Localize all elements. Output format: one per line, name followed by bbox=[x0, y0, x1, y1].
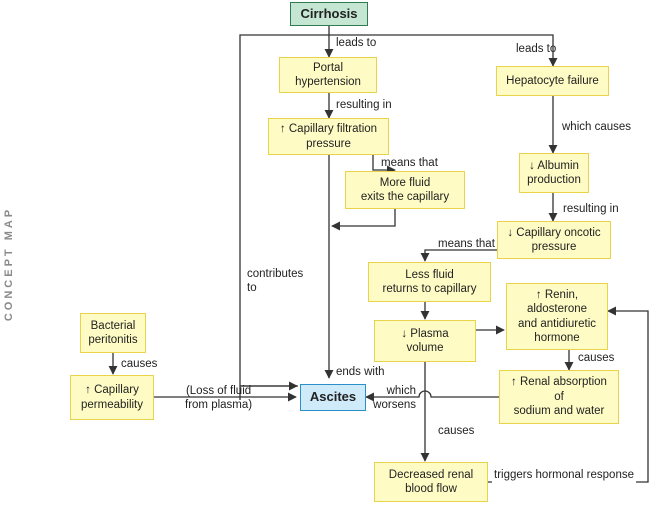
arrow-filtration-morefluid bbox=[372, 155, 396, 175]
arrow-cirrhosis-hepatocyte bbox=[239, 34, 558, 400]
node-more-fluid: More fluid exits the capillary bbox=[345, 171, 465, 209]
node-capillary-filtration: ↑ Capillary filtration pressure bbox=[268, 118, 389, 155]
link-means-that-lessfluid: means that bbox=[438, 238, 495, 250]
arrow-oncotic-lessfluid bbox=[420, 249, 497, 262]
link-causes-renal-absorption: causes bbox=[578, 352, 615, 364]
link-causes-permeability: causes bbox=[121, 358, 158, 370]
link-means-that-morefluid: means that bbox=[381, 157, 438, 169]
link-causes-renal-flow: causes bbox=[438, 425, 475, 437]
arrow-cirrhosis-ascites bbox=[240, 120, 298, 386]
link-triggers-hormonal-response: triggers hormonal response bbox=[492, 469, 636, 483]
link-loss-of-fluid: (Loss of fluid from plasma) bbox=[185, 385, 253, 411]
link-which-causes: which causes bbox=[562, 121, 632, 133]
link-contributes-to: contributes to bbox=[247, 268, 304, 294]
node-albumin-production: ↓ Albumin production bbox=[519, 153, 589, 193]
link-resulting-in-oncotic: resulting in bbox=[563, 203, 619, 215]
node-cirrhosis: Cirrhosis bbox=[290, 2, 368, 26]
node-ascites: Ascites bbox=[300, 384, 366, 411]
node-hepatocyte-failure: Hepatocyte failure bbox=[496, 66, 609, 96]
arrow-morefluid-join bbox=[331, 209, 396, 231]
node-renal-absorption: ↑ Renal absorption of sodium and water bbox=[499, 370, 619, 424]
link-leads-to-portal: leads to bbox=[336, 37, 377, 49]
node-plasma-volume: ↓ Plasma volume bbox=[374, 320, 476, 362]
node-capillary-permeability: ↑ Capillary permeability bbox=[70, 375, 154, 420]
node-less-fluid: Less fluid returns to capillary bbox=[368, 262, 491, 302]
node-renal-blood-flow: Decreased renal blood flow bbox=[374, 462, 488, 502]
node-bacterial-peritonitis: Bacterial peritonitis bbox=[80, 313, 146, 353]
node-capillary-oncotic: ↓ Capillary oncotic pressure bbox=[497, 221, 611, 259]
link-which-worsens: which worsens bbox=[373, 385, 416, 411]
node-portal-hypertension: Portal hypertension bbox=[279, 57, 377, 93]
link-ends-with: ends with bbox=[336, 366, 385, 378]
link-resulting-in-filtration: resulting in bbox=[336, 99, 392, 111]
concept-map-side-label: CONCEPT MAP bbox=[3, 206, 16, 322]
node-renin: ↑ Renin, aldosterone and antidiuretic ho… bbox=[506, 283, 608, 350]
link-leads-to-hepatocyte: leads to bbox=[516, 43, 557, 55]
